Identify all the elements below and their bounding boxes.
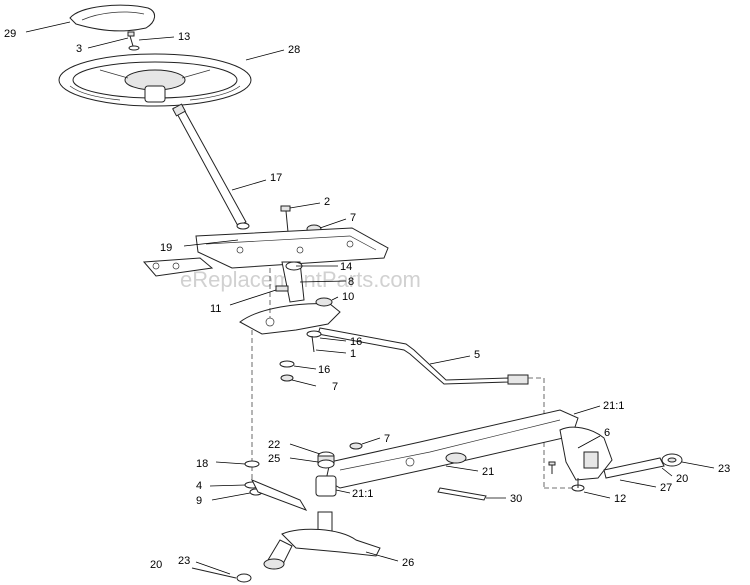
wheel-screw: [127, 31, 140, 51]
bolt-12: [571, 478, 585, 492]
callout-5: 5: [474, 349, 480, 361]
wheel-bolt-left: [191, 567, 252, 583]
leader-21a: [573, 405, 601, 415]
callout-21: 21: [482, 466, 494, 478]
washer-16-top: [306, 330, 322, 353]
leader-6: [577, 435, 601, 449]
leader-11: [229, 289, 277, 306]
leader-8: [299, 280, 347, 283]
leader-29: [25, 21, 71, 33]
callout-29: 29: [4, 28, 16, 40]
steering-wheel-cap: [69, 4, 155, 32]
callout-22: 22: [268, 439, 280, 451]
right-steering-arm: [603, 453, 683, 479]
leader-4: [209, 484, 246, 487]
callout-10: 10: [342, 291, 354, 303]
callout-13: 13: [178, 31, 190, 43]
callout-11: 11: [210, 303, 221, 315]
callout-28: 28: [288, 44, 300, 56]
tie-rod-left: [250, 479, 308, 511]
leader-23a: [681, 461, 715, 469]
callout-6: 6: [604, 427, 610, 439]
callout-12: 12: [614, 493, 626, 505]
leader-1: [315, 349, 347, 354]
leader-18: [215, 461, 246, 465]
callout-4: 4: [196, 480, 202, 492]
washer-18: [244, 460, 260, 468]
leader-22: [289, 443, 321, 455]
leader-3: [87, 37, 129, 49]
callout-19: 19: [160, 242, 172, 254]
sector-gear: [239, 297, 341, 335]
leader-17: [231, 179, 267, 191]
callout-2: 2: [324, 196, 330, 208]
front-axle: [315, 409, 579, 497]
pin-30: [437, 487, 487, 501]
leader-23b: [195, 561, 231, 575]
leader-9: [211, 492, 251, 501]
drag-link: [317, 327, 529, 385]
leader-26: [365, 551, 399, 562]
callout-16-upper: 16: [350, 336, 362, 348]
leader-19: [183, 239, 239, 247]
washer-16-lower: [279, 360, 295, 368]
callout-23-right: 23: [718, 463, 730, 475]
nut-7-axle: [349, 442, 363, 450]
callout-7-axle: 7: [384, 433, 390, 445]
steering-bracket: [142, 227, 389, 277]
leader-7c: [361, 437, 381, 445]
leader-28: [245, 49, 285, 61]
leader-2: [289, 202, 321, 209]
callout-21-1-left: 21:1: [352, 488, 373, 500]
callout-21-1-right: 21:1: [603, 400, 624, 412]
leader-27: [619, 479, 657, 488]
callout-20-right: 20: [676, 473, 688, 485]
leader-7a: [319, 218, 347, 229]
callout-16-lower: 16: [318, 364, 330, 376]
callout-23-left: 23: [178, 555, 190, 567]
right-spindle: [548, 426, 613, 481]
callout-27: 27: [660, 482, 672, 494]
callout-17: 17: [270, 172, 282, 184]
leader-21b: [335, 489, 351, 494]
pin-11: [275, 285, 289, 292]
callout-3: 3: [76, 43, 82, 55]
callout-20-left: 20: [150, 559, 162, 571]
leader-13: [138, 36, 175, 41]
callout-1: 1: [350, 348, 356, 360]
leader-10: [331, 296, 339, 301]
leader-12: [583, 491, 611, 499]
leader-16b: [293, 365, 317, 370]
leader-7b: [291, 379, 317, 387]
leader-5: [429, 355, 471, 365]
callout-8: 8: [348, 276, 354, 288]
leader-16a: [319, 337, 347, 342]
steering-wheel: [58, 53, 252, 107]
callout-26: 26: [402, 557, 414, 569]
nut-7-lower: [280, 374, 294, 382]
steering-shaft: [172, 103, 250, 230]
left-spindle: [263, 511, 381, 570]
callout-25: 25: [268, 453, 280, 465]
bolt-2: [280, 205, 291, 233]
bushing-22: [317, 451, 335, 469]
callout-9: 9: [196, 495, 202, 507]
callout-7-lower: 7: [332, 381, 338, 393]
leader-20a: [661, 467, 673, 477]
leader-25: [289, 457, 319, 463]
callout-18: 18: [196, 458, 208, 470]
callout-7-top: 7: [350, 212, 356, 224]
callout-30: 30: [510, 493, 522, 505]
leader-21: [445, 465, 479, 472]
callout-14: 14: [340, 261, 352, 273]
